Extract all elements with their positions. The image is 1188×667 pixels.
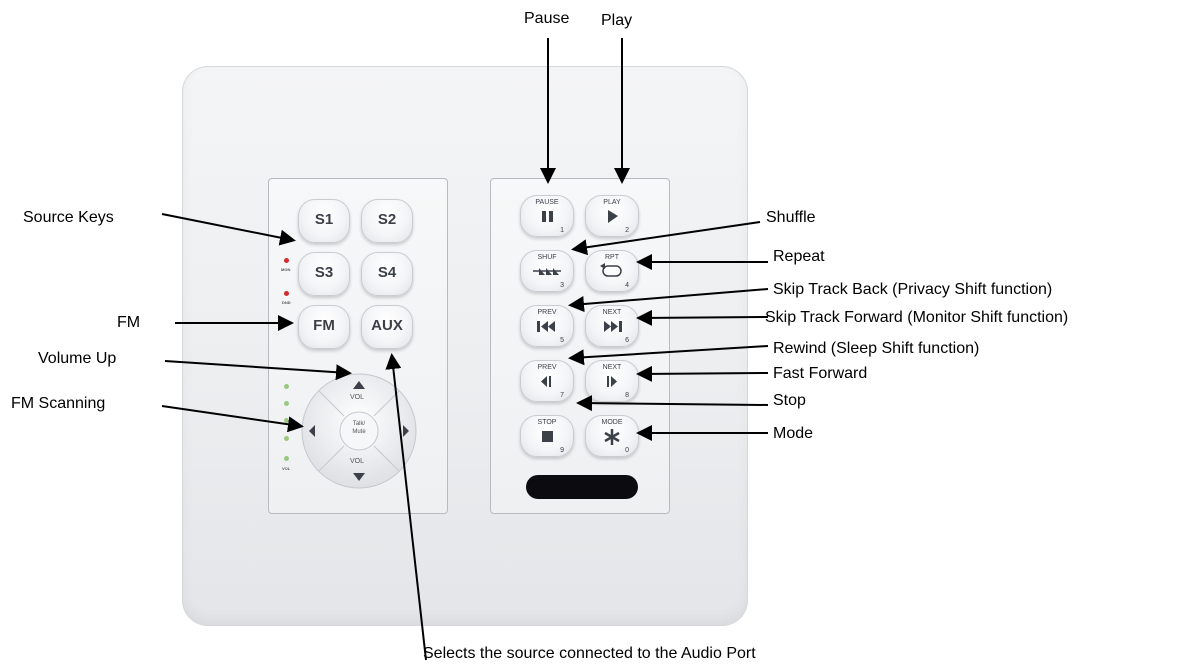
skip-back-arrow [568, 288, 769, 312]
repeat-number: 4 [625, 282, 629, 289]
repeat-top-label: RPT [605, 254, 619, 261]
play-number: 2 [625, 227, 629, 234]
skip-forward-button[interactable]: NEXT 6 [585, 305, 639, 347]
aux-button[interactable]: AUX [361, 305, 413, 349]
mode-top-label: MODE [601, 419, 623, 426]
shuffle-callout: Shuffle [766, 209, 816, 226]
s1-button[interactable]: S1 [298, 199, 350, 243]
fast-forward-callout: Fast Forward [773, 365, 868, 382]
pause-callout: Pause [524, 10, 570, 27]
dnd-led [284, 291, 289, 296]
shuffle-icon [533, 268, 561, 275]
volume-led-2 [284, 401, 289, 406]
source-keys-callout: Source Keys [23, 209, 114, 226]
pause-number: 1 [560, 227, 564, 234]
talk-mute-label: Talk/ Mute [352, 421, 366, 435]
volume-led-1 [284, 384, 289, 389]
rewind-top-label: PREV [537, 364, 557, 371]
mon-led-label: MON [281, 267, 291, 272]
volume-led-4 [284, 436, 289, 441]
ir-receiver-window [526, 475, 638, 499]
stop-button[interactable]: STOP 9 [520, 415, 574, 457]
fm-scanning-callout: FM Scanning [11, 395, 106, 412]
repeat-icon [600, 263, 622, 277]
s4-label: S4 [377, 264, 397, 281]
asterisk-icon [604, 429, 620, 445]
s2-button[interactable]: S2 [361, 199, 413, 243]
shuffle-number: 3 [560, 282, 564, 289]
source-keys-arrow [161, 213, 296, 246]
fm-callout: FM [117, 314, 141, 331]
play-button[interactable]: PLAY 2 [585, 195, 639, 237]
nav-down-arrow-icon [353, 473, 365, 481]
dnd-led-label: DND [282, 300, 291, 305]
stop-icon [542, 431, 553, 442]
pause-icon [542, 211, 553, 222]
skip-forward-arrow [636, 309, 769, 326]
play-icon [608, 210, 618, 223]
s3-button[interactable]: S3 [298, 252, 350, 296]
skip-back-callout: Skip Track Back (Privacy Shift function) [773, 281, 1053, 298]
stop-arrow [576, 395, 769, 412]
fm-scanning-arrow [161, 405, 304, 433]
skip-forward-number: 6 [625, 337, 629, 344]
nav-right-arrow-icon [403, 425, 409, 437]
rewind-icon [541, 376, 551, 387]
stop-top-label: STOP [537, 419, 557, 426]
fast-forward-icon [607, 376, 617, 387]
s3-label: S3 [314, 264, 334, 281]
volume-led-5 [284, 456, 289, 461]
transport-keypad-bezel [490, 178, 670, 514]
volume-led-3 [284, 418, 289, 423]
skip-forward-top-label: NEXT [602, 309, 622, 316]
rewind-button[interactable]: PREV 7 [520, 360, 574, 402]
play-callout: Play [601, 12, 633, 29]
skip-back-number: 5 [560, 337, 564, 344]
s1-label: S1 [314, 211, 334, 228]
shuffle-arrow [571, 221, 761, 256]
mon-led [284, 258, 289, 263]
rewind-callout: Rewind (Sleep Shift function) [773, 340, 980, 357]
navigation-pad [301, 373, 417, 489]
pause-top-label: PAUSE [535, 199, 559, 206]
skip-forward-callout: Skip Track Forward (Monitor Shift functi… [765, 309, 1069, 326]
play-top-label: PLAY [603, 199, 621, 206]
mode-callout: Mode [773, 425, 814, 442]
volume-up-callout: Volume Up [38, 350, 117, 367]
nav-left-arrow-icon [309, 425, 315, 437]
rewind-arrow [568, 345, 769, 366]
s4-button[interactable]: S4 [361, 252, 413, 296]
shuffle-top-label: SHUF [537, 254, 557, 261]
skip-back-top-label: PREV [537, 309, 557, 316]
skip-forward-icon [604, 321, 622, 332]
repeat-button[interactable]: RPT 4 [585, 250, 639, 292]
volume-up-arrow [164, 360, 352, 381]
s2-label: S2 [377, 211, 397, 228]
stop-number: 9 [560, 447, 564, 454]
fast-forward-number: 8 [625, 392, 629, 399]
fast-forward-top-label: NEXT [602, 364, 622, 371]
aux-arrow [385, 353, 427, 661]
rewind-number: 7 [560, 392, 564, 399]
aux-label: AUX [371, 317, 403, 334]
vol-down-label: VOL [350, 458, 365, 465]
skip-back-icon [537, 321, 555, 332]
mode-number: 0 [625, 447, 629, 454]
nav-up-arrow-icon [353, 381, 365, 389]
vol-up-label: VOL [350, 394, 365, 401]
fast-forward-arrow [636, 365, 769, 382]
pause-button[interactable]: PAUSE 1 [520, 195, 574, 237]
talk-mute-button [339, 411, 379, 451]
volume-led-label: VOL [282, 466, 291, 471]
stop-callout: Stop [773, 392, 806, 409]
fast-forward-button[interactable]: NEXT 8 [585, 360, 639, 402]
repeat-callout: Repeat [773, 248, 825, 265]
fm-button[interactable]: FM [298, 305, 350, 349]
shuffle-button[interactable]: SHUF 3 [520, 250, 574, 292]
skip-back-button[interactable]: PREV 5 [520, 305, 574, 347]
aux-callout: Selects the source connected to the Audi… [423, 645, 756, 662]
fm-label: FM [313, 317, 335, 334]
